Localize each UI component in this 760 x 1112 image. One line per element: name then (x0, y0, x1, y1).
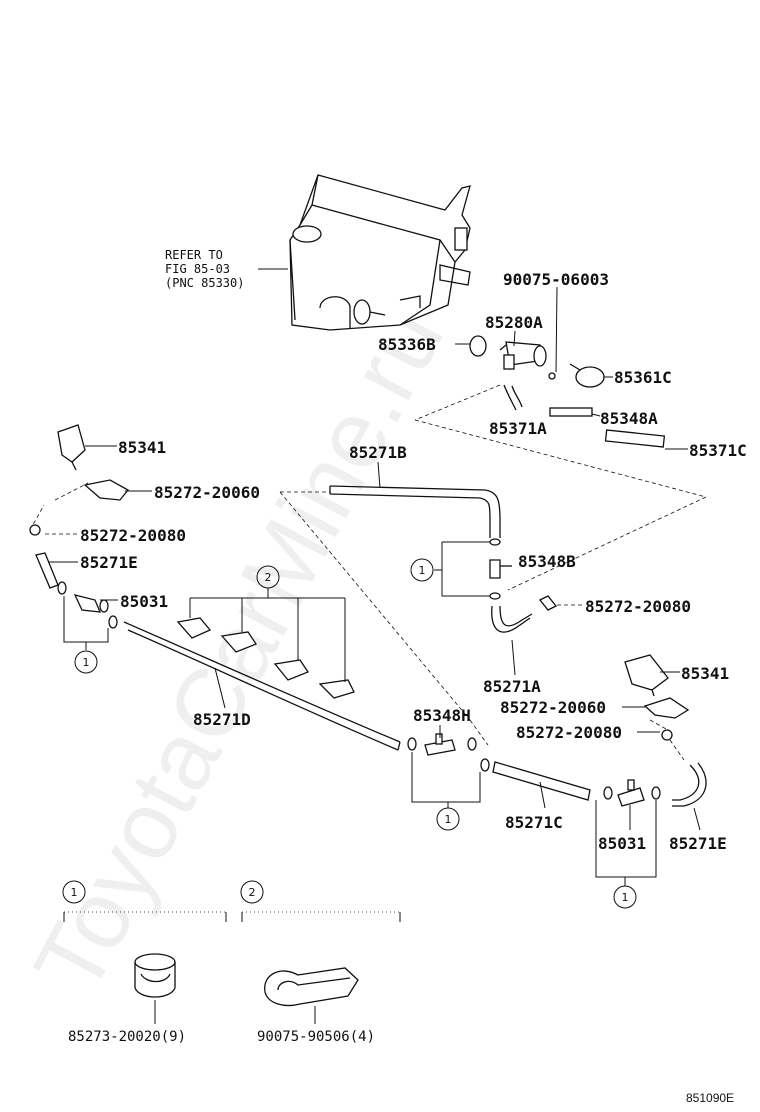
label-85348H: 85348H (413, 706, 471, 725)
label-85272-20080-mid: 85272-20080 (585, 597, 691, 616)
guide-lines (29, 384, 707, 761)
label-85271C: 85271C (505, 813, 563, 832)
pump-assembly (469, 335, 666, 448)
label-85348A: 85348A (600, 409, 658, 428)
label-85031-right: 85031 (598, 834, 646, 853)
label-85341-left: 85341 (118, 438, 166, 457)
washer-tank (289, 174, 471, 331)
callout-1-right: 1 (622, 891, 629, 904)
legend-1-part: 85273-20020(9) (68, 1029, 186, 1045)
label-85271A: 85271A (483, 677, 541, 696)
legend-item-2: 2 90075-90506(4) (240, 880, 401, 1045)
callout-1-left: 1 (83, 656, 90, 669)
center-upper-parts (329, 485, 558, 633)
label-85271B: 85271B (349, 443, 407, 462)
tank-note-line-3: (PNC 85330) (165, 276, 244, 290)
center-lower-labels: 85348H 1 85271C (411, 706, 563, 832)
label-85271E-left: 85271E (80, 553, 138, 572)
right-nozzle-labels: 85341 85272-20060 85272-20080 85031 8527… (500, 664, 729, 909)
label-85280A: 85280A (485, 313, 543, 332)
label-85348B: 85348B (518, 552, 576, 571)
label-85272-20080-left: 85272-20080 (80, 526, 186, 545)
legend-2-part: 90075-90506(4) (257, 1029, 375, 1045)
label-90075-06003: 90075-06003 (503, 270, 609, 289)
label-85272-20060-left: 85272-20060 (154, 483, 260, 502)
label-85272-20080-right: 85272-20080 (516, 723, 622, 742)
label-85371C: 85371C (689, 441, 747, 460)
callout-1-center: 1 (419, 564, 426, 577)
hose-clips: 2 (176, 565, 355, 699)
figure-code: 851090E (686, 1091, 734, 1105)
callout-2-clips: 2 (265, 571, 272, 584)
left-nozzle-labels: 85341 85272-20060 85272-20080 85271E 850… (45, 438, 260, 674)
label-85271E-right: 85271E (669, 834, 727, 853)
legend-2-number: 2 (249, 886, 256, 899)
label-85371A: 85371A (489, 419, 547, 438)
right-nozzle-parts (603, 654, 707, 807)
label-85341-right: 85341 (681, 664, 729, 683)
pump-labels: 90075-06003 85280A 85336B 85361C 85348A … (378, 270, 747, 460)
label-85031-left: 85031 (120, 592, 168, 611)
legend-item-1: 1 85273-20020(9) (62, 880, 227, 1045)
label-85336B: 85336B (378, 335, 436, 354)
tank-reference-note: REFER TO FIG 85-03 (PNC 85330) (165, 248, 288, 290)
callout-1-center-lower: 1 (445, 813, 452, 826)
legend-1-number: 1 (71, 886, 78, 899)
hose-85271D: 85271D (123, 621, 401, 751)
label-85361C: 85361C (614, 368, 672, 387)
tank-note-line-1: REFER TO (165, 248, 223, 262)
center-lower-parts (407, 733, 591, 801)
label-85271D: 85271D (193, 710, 251, 729)
center-upper-labels: 85271B 85348B 1 85272-20080 85271A (349, 443, 691, 696)
left-nozzle-parts (29, 424, 129, 629)
label-85272-20060-right: 85272-20060 (500, 698, 606, 717)
tank-note-line-2: FIG 85-03 (165, 262, 230, 276)
